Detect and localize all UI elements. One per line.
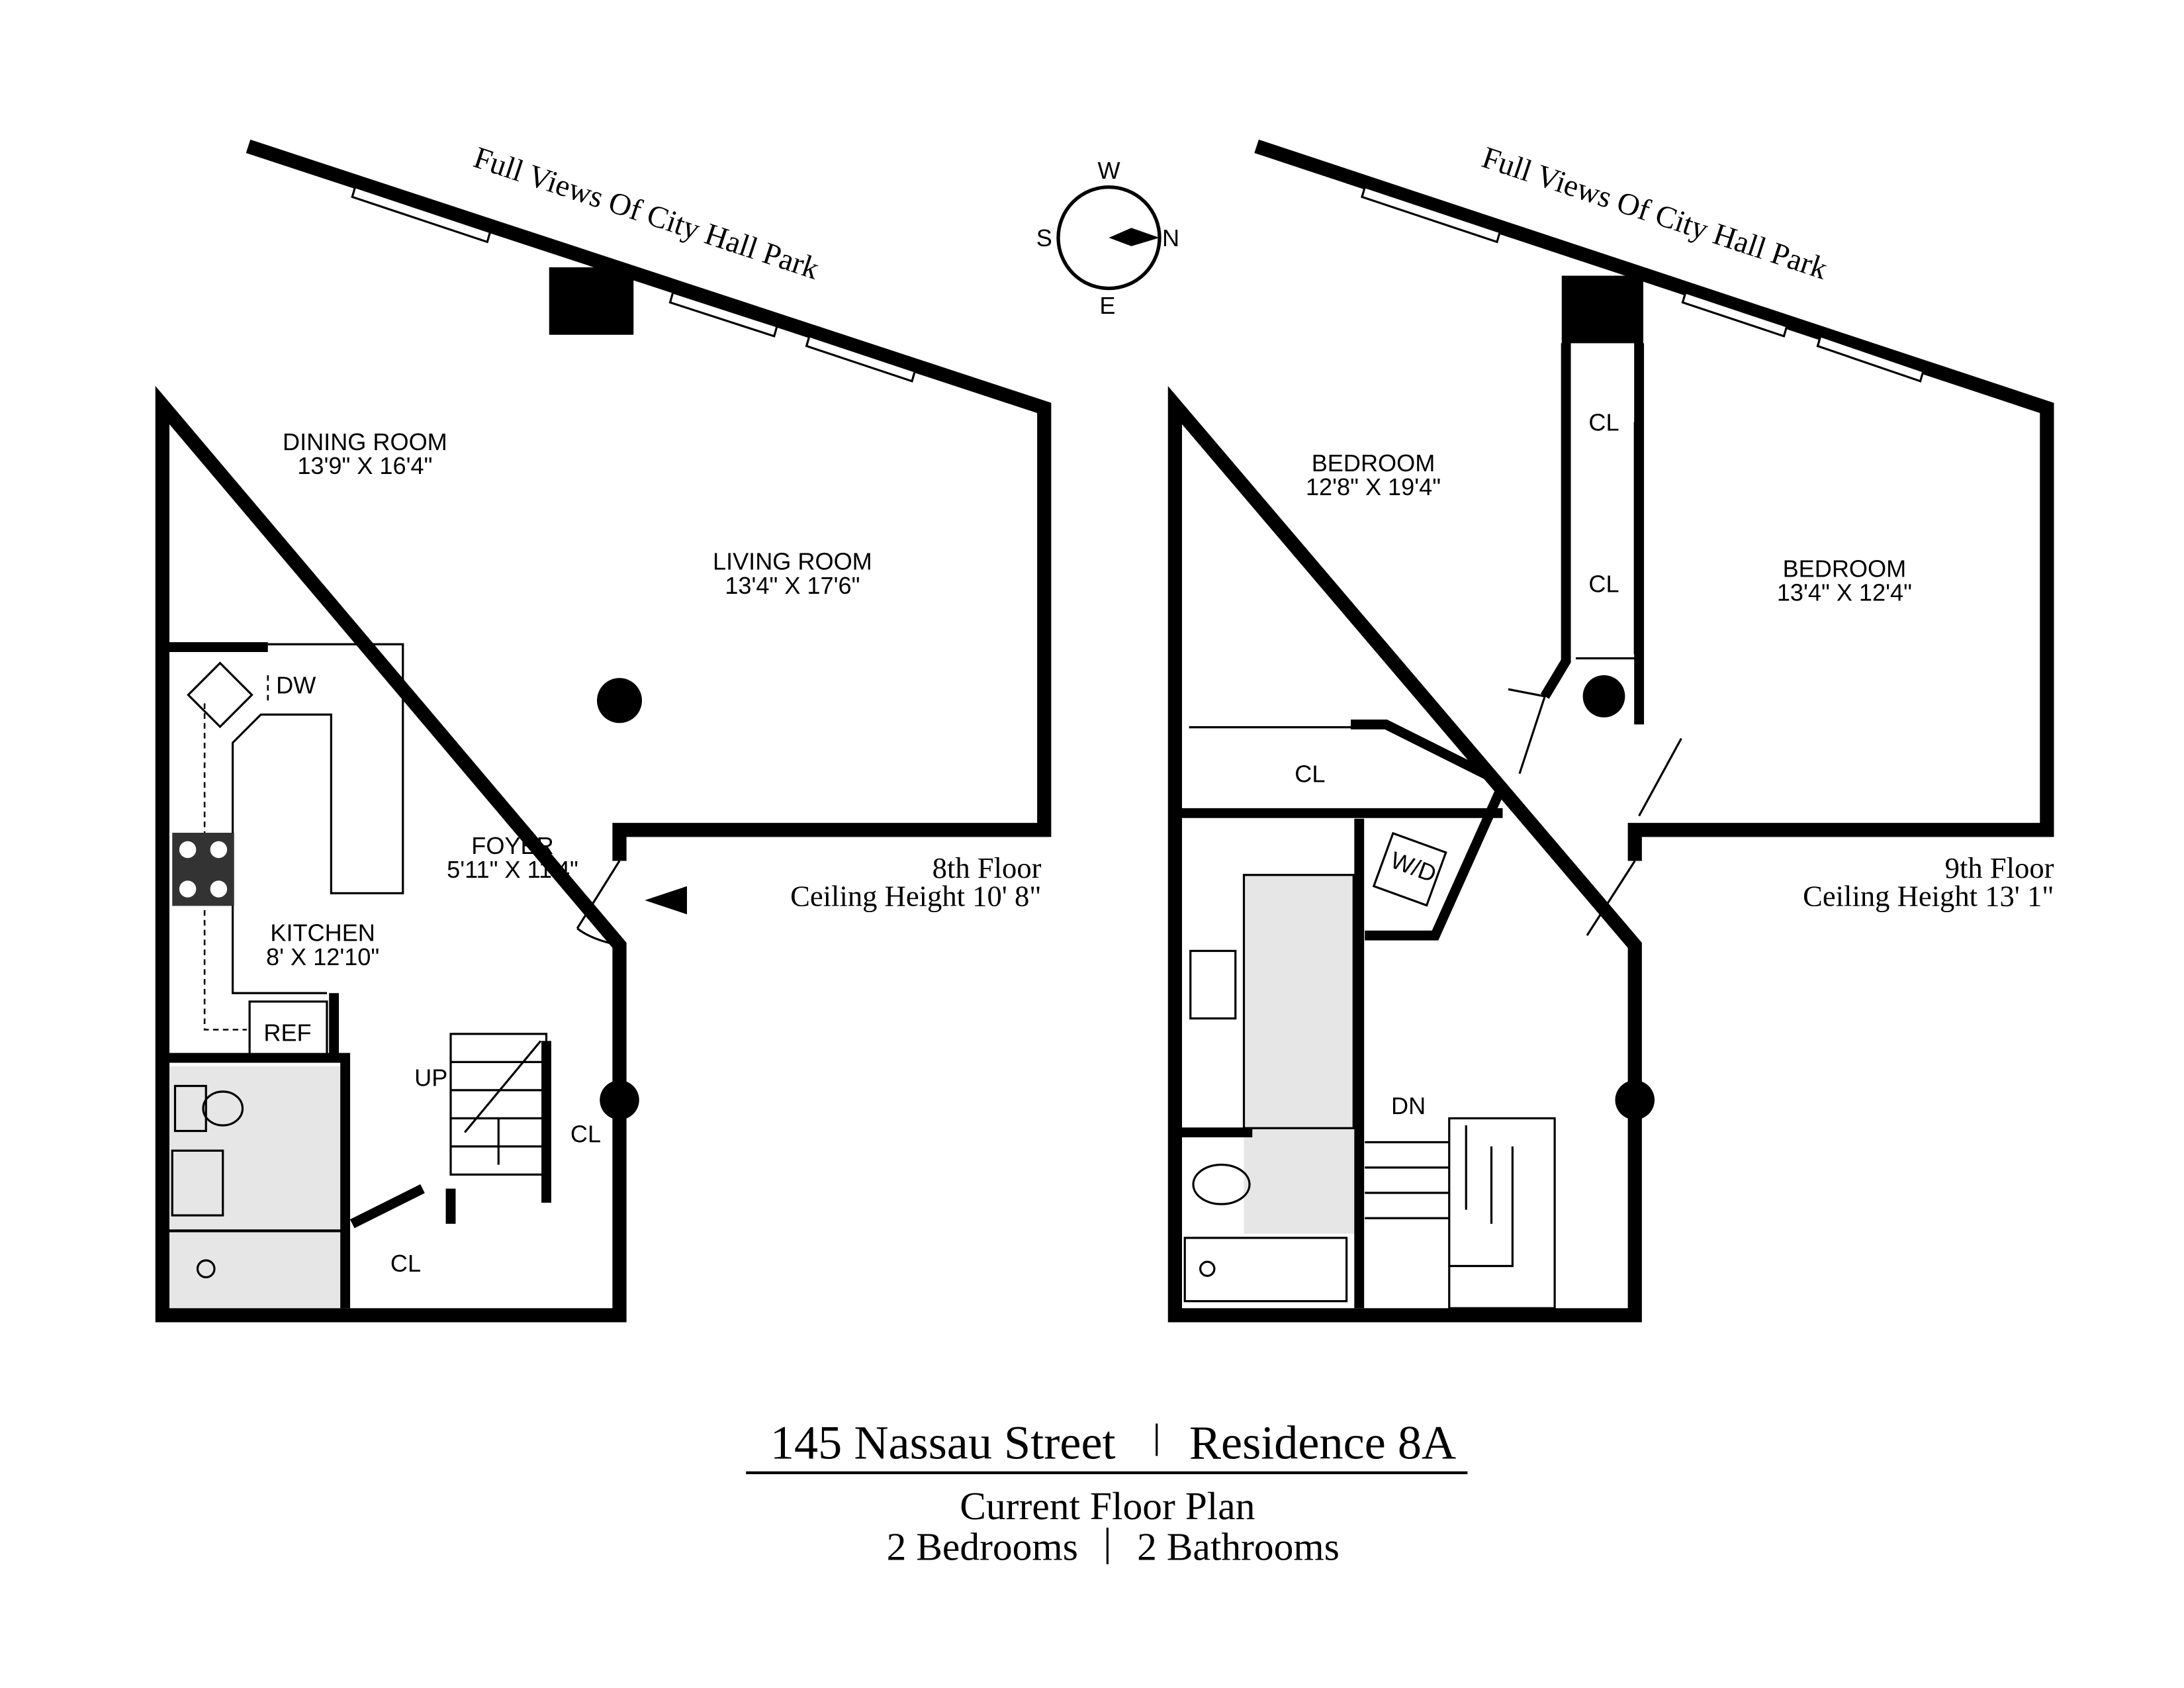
compass-north: N [1162,224,1179,252]
dishwasher-label: DW [276,672,316,699]
vanity [1242,874,1355,1129]
room-dimensions: 12'8" X 19'4" [1306,473,1441,500]
compass-west: W [1097,157,1120,184]
view-note: Full Views Of City Hall Park [469,140,823,287]
room-dimensions: 5'11" X 11'4" [447,856,578,883]
bedroom-count: 2 Bedrooms [887,1525,1078,1569]
compass-south: S [1036,224,1052,252]
room-name: BEDROOM [1312,449,1435,477]
compass-icon: W S N E [1036,157,1179,319]
kitchen-counter [232,643,404,994]
ceiling-height: Ceiling Height 10' 8" [790,880,1041,913]
bathtub [1183,1237,1348,1303]
sink-icon [171,1149,224,1217]
kitchen-wall [166,642,351,1309]
windows [351,185,917,383]
bedroom-doors[interactable] [1508,688,1682,936]
room-dimensions: 13'4" X 17'6" [725,572,860,599]
stairs-label: DN [1391,1092,1426,1119]
room-name: LIVING ROOM [713,548,872,575]
bathroom-count: 2 Bathrooms [1137,1525,1340,1569]
closet-label: CL [390,1250,421,1277]
washer-dryer-label: W/D [1387,846,1440,888]
refrigerator-label: REF [263,1019,311,1047]
residence: Residence 8A [1189,1417,1456,1470]
windows [1361,185,1925,383]
sink-icon [187,661,253,729]
refrigerator [248,1000,328,1059]
column-round [1615,1080,1655,1120]
range-icon [172,833,234,906]
floor-label: 9th Floor [1945,851,2054,884]
title-block: 145 Nassau Street Residence 8A Current F… [746,1417,1468,1569]
room-dimensions: 13'9" X 16'4" [297,452,432,479]
floor-9-plan [1167,139,2054,1323]
entry-arrow-icon [645,886,687,915]
closet-label: CL [570,1121,601,1148]
subtitle: Current Floor Plan [960,1484,1255,1528]
powder-room-floor [169,1066,345,1309]
room-name: FOYER [471,832,553,859]
stairs-down [1365,1117,1556,1309]
toilet-icon [202,1090,244,1127]
stairs-up [449,1033,548,1176]
ceiling-height: Ceiling Height 13' 1" [1803,880,2054,913]
column-round [600,1080,639,1120]
column [549,267,634,335]
floor-label: 8th Floor [933,851,1042,884]
closet-wall [349,1041,551,1229]
toilet-icon [1192,1163,1251,1205]
closet-label: CL [1588,408,1619,436]
toilet-tank [173,1084,207,1133]
closet-label: CL [1588,571,1619,598]
stairs-label: UP [414,1064,447,1092]
counter-edge [203,675,269,1031]
closet-label: CL [1295,761,1325,788]
column [1561,275,1643,344]
closet-doors [1189,422,1636,729]
interior-wall [1179,343,1645,1309]
entry-door[interactable] [576,860,621,947]
room-dimensions: 8' X 12'10" [266,943,379,970]
washer-dryer [1372,831,1447,907]
column-round [597,678,642,724]
view-note: Full Views Of City Hall Park [1478,140,1832,287]
room-dimensions: 13'4" X 12'4" [1777,579,1912,606]
column-round [1582,675,1625,718]
floor-8-plan [155,139,1052,1323]
room-name: KITCHEN [270,919,375,947]
bath-floor [1244,874,1357,1234]
room-name: BEDROOM [1783,555,1907,582]
room-name: DINING ROOM [283,428,447,455]
shower-drain-icon [196,1259,216,1279]
exterior-wall [1167,139,2054,1323]
floor-8-labels: Full Views Of City Hall Park DINING ROOM… [263,140,1041,1277]
address: 145 Nassau Street [770,1417,1116,1470]
sink-icon [1189,949,1237,1020]
compass-east: E [1099,292,1115,319]
exterior-wall [155,139,1052,1323]
tub-drain-icon [1199,1260,1216,1277]
